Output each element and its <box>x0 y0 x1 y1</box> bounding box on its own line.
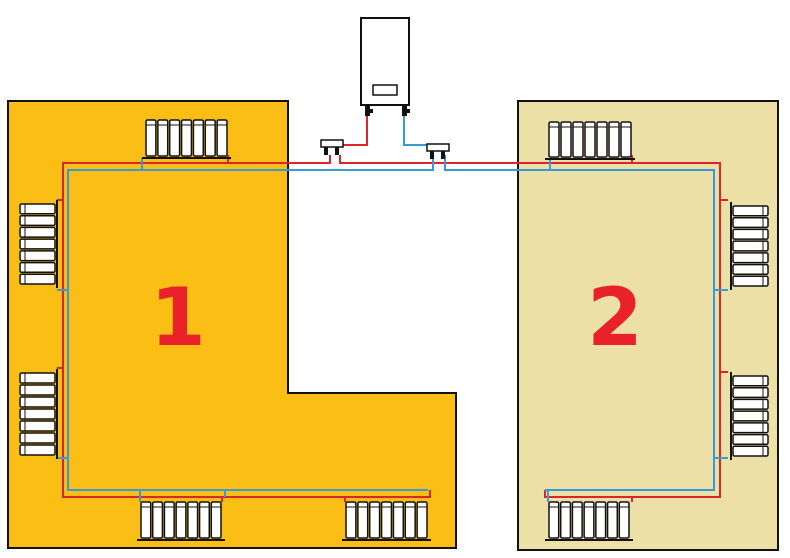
room-2 <box>517 100 779 551</box>
radiator <box>730 202 769 290</box>
room-1 <box>7 100 457 549</box>
radiator <box>142 119 231 159</box>
radiator <box>545 121 635 160</box>
radiator <box>545 501 633 541</box>
manifolds <box>320 139 450 159</box>
radiator <box>19 369 58 459</box>
return-pipe <box>403 116 430 146</box>
supply-pipe <box>339 155 721 498</box>
supply-pipe <box>343 116 368 146</box>
supply-pipe <box>62 155 431 498</box>
room-1-label: 1 <box>150 271 206 364</box>
room-2-label: 2 <box>587 271 643 364</box>
pipe-network <box>57 116 728 502</box>
return-pipe <box>67 155 434 491</box>
radiator <box>342 501 431 541</box>
radiator <box>19 200 58 288</box>
manifold <box>320 139 344 155</box>
radiators <box>19 119 769 541</box>
manifold <box>426 143 450 159</box>
boiler <box>360 17 410 116</box>
radiator <box>730 372 769 460</box>
return-pipe <box>444 155 715 491</box>
radiator <box>137 501 225 541</box>
